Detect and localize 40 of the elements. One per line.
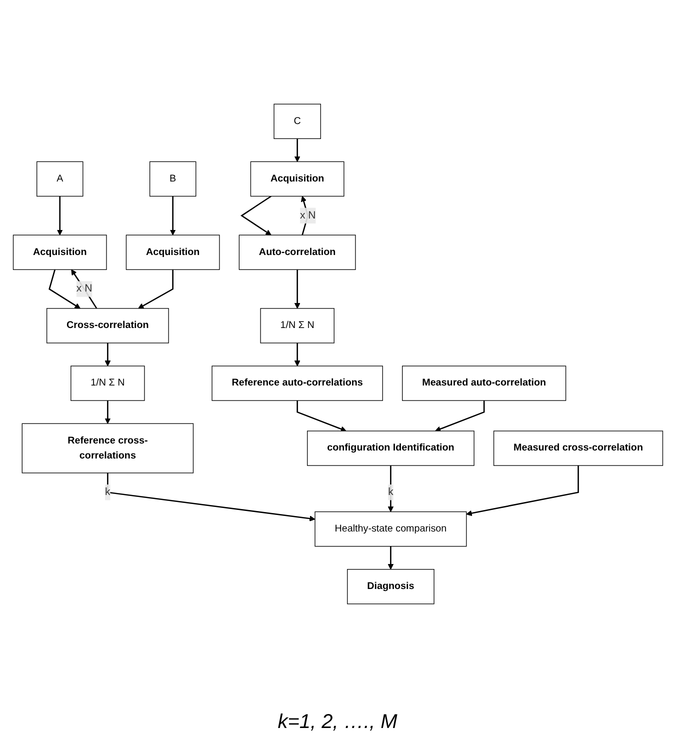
- arrow: [434, 400, 484, 432]
- edge-label: k: [104, 486, 110, 498]
- arrow: [104, 400, 110, 424]
- arrow: [106, 472, 315, 521]
- arrow: [466, 465, 578, 516]
- edge-label: x N: [299, 209, 316, 220]
- node-box: Measured auto-correlation: [402, 365, 566, 400]
- arrow: [294, 269, 300, 308]
- caption: k=1, 2, …., M: [278, 711, 398, 734]
- node-box: Acquisition: [125, 234, 220, 270]
- node-box: Acquisition: [250, 160, 344, 196]
- arrow: [104, 342, 110, 366]
- node-box: configuration Identification: [306, 430, 474, 466]
- node-box: Healthy-state comparison: [314, 510, 466, 546]
- edge-label: k: [388, 486, 393, 498]
- arrow: [48, 268, 80, 308]
- arrow: [387, 546, 394, 570]
- node-box: Diagnosis: [346, 568, 434, 604]
- arrow: [300, 195, 308, 235]
- arrow: [70, 268, 97, 308]
- arrow: [169, 196, 176, 235]
- arrow: [240, 195, 271, 235]
- node-box: Auto-correlation: [238, 234, 356, 270]
- arrow: [294, 342, 300, 366]
- arrow: [138, 269, 173, 308]
- node-box: Reference cross-correlations: [21, 422, 194, 473]
- arrow: [56, 196, 62, 235]
- node-box: 1/N Σ N: [70, 365, 144, 400]
- arrow: [296, 400, 346, 432]
- node-box: B: [148, 160, 196, 196]
- node-box: Reference auto-correlations: [211, 365, 382, 400]
- node-box: A: [36, 160, 83, 196]
- arrow: [387, 465, 394, 512]
- arrow: [294, 138, 300, 162]
- edge-label: x N: [76, 282, 92, 294]
- node-box: Cross-correlation: [46, 308, 168, 343]
- node-box: 1/N Σ N: [260, 308, 334, 343]
- node-box: Acquisition: [12, 234, 106, 270]
- node-box: Measured cross-correlation: [492, 430, 663, 466]
- node-box: C: [273, 103, 320, 138]
